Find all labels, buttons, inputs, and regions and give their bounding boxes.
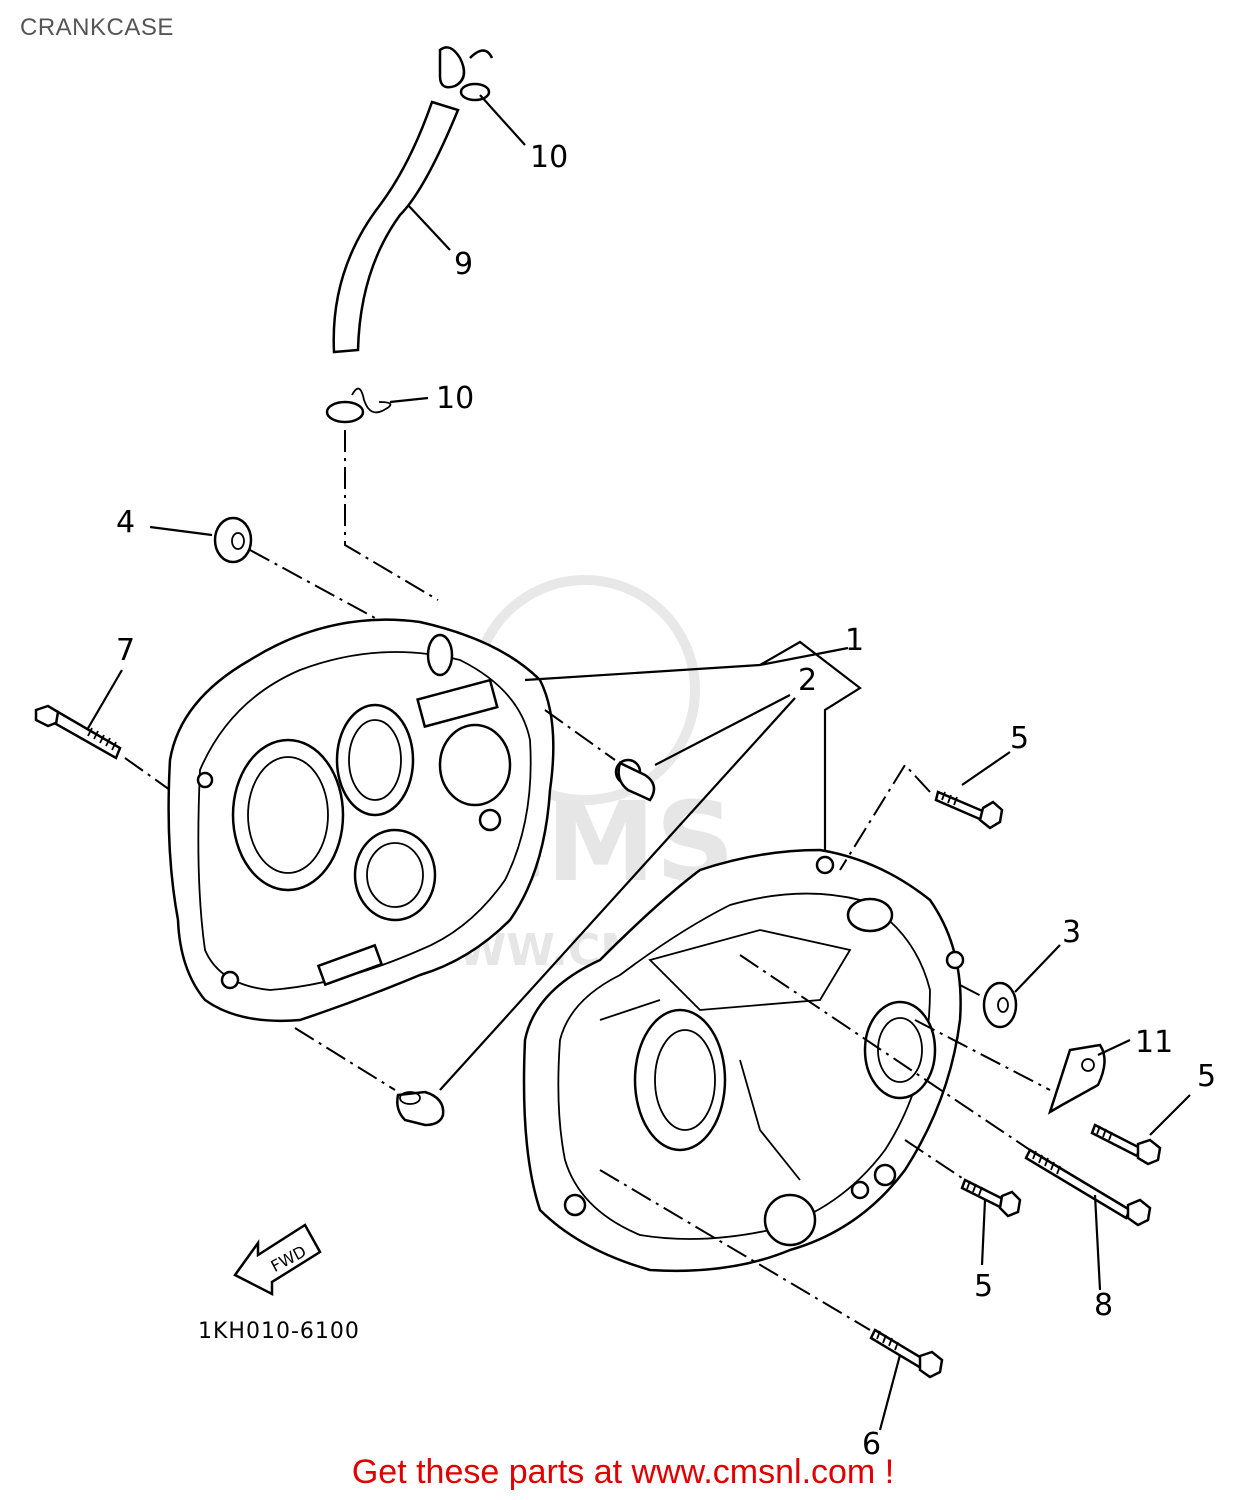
- part-9-hose[interactable]: [332, 100, 460, 354]
- part-2-dowel-pin-upper[interactable]: [614, 758, 656, 802]
- part-5-bolt-right[interactable]: [1090, 1123, 1162, 1166]
- callout-6: 6: [862, 1427, 881, 1462]
- fwd-arrow: FWD: [233, 1223, 322, 1297]
- callout-11: 11: [1135, 1025, 1173, 1060]
- callout-2: 2: [798, 663, 817, 698]
- callout-7: 7: [116, 633, 135, 668]
- callout-5-right: 5: [1197, 1059, 1216, 1094]
- part-1-crankcase-right[interactable]: [522, 848, 965, 1273]
- part-8-long-bolt[interactable]: [1024, 1148, 1152, 1227]
- page-title: CRANKCASE: [20, 14, 174, 41]
- footer-link[interactable]: Get these parts at www.cmsnl.com !: [351, 1453, 895, 1491]
- part-10-clip-top[interactable]: [438, 46, 494, 102]
- diagram-code: 1KH010-6100: [198, 1319, 360, 1344]
- callout-10-top: 10: [530, 140, 568, 175]
- callout-3: 3: [1062, 915, 1081, 950]
- callout-5-upper: 5: [1010, 721, 1029, 756]
- callout-5-lower: 5: [974, 1269, 993, 1304]
- callout-10-lower: 10: [436, 381, 474, 416]
- part-3-washer[interactable]: [982, 981, 1018, 1029]
- part-10-clip-lower[interactable]: [325, 387, 392, 424]
- part-5-bolt-upper[interactable]: [934, 790, 1004, 830]
- callout-8: 8: [1094, 1288, 1113, 1323]
- part-2-dowel-pin-lower[interactable]: [396, 1090, 445, 1127]
- callout-1: 1: [845, 623, 864, 658]
- part-1-crankcase-left[interactable]: [167, 618, 555, 1023]
- part-6-bolt[interactable]: [869, 1328, 944, 1379]
- part-5-bolt-lower[interactable]: [960, 1178, 1022, 1218]
- callout-4: 4: [116, 505, 135, 540]
- part-4-washer[interactable]: [213, 516, 253, 564]
- part-7-bolt[interactable]: [34, 704, 122, 760]
- callout-9: 9: [454, 247, 473, 282]
- part-11-bracket[interactable]: [1047, 1043, 1106, 1115]
